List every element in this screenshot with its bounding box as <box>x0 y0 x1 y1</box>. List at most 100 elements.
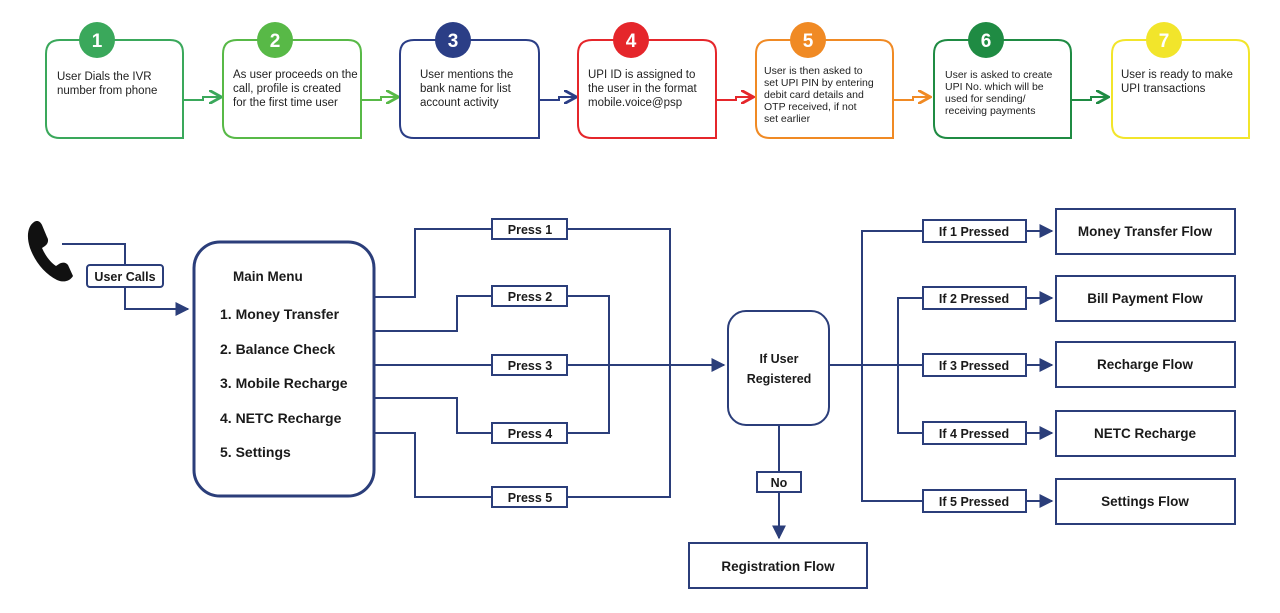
press-4-box <box>491 422 568 444</box>
if-5-box <box>922 489 1027 513</box>
step-1-line-2: number from phone <box>57 85 157 97</box>
step-6: 6 User is asked to create UPI No. which … <box>933 22 1107 139</box>
outcome-bill-payment-flow: Bill Payment Flow <box>1087 291 1203 306</box>
if-3-box <box>922 353 1027 377</box>
step-4-number-badge <box>613 22 649 58</box>
outcome-1-box <box>1055 208 1236 255</box>
step-4-line-1: UPI ID is assigned to <box>588 69 695 81</box>
step-1: 1 User Dials the IVR number from phone <box>45 22 220 139</box>
step-3-number-badge <box>435 22 471 58</box>
if-2-label: If 2 Pressed <box>939 292 1009 306</box>
press-3-box <box>491 354 568 376</box>
step-6-number: 6 <box>981 31 992 52</box>
connector-press1-press5 <box>567 228 671 498</box>
decision-box <box>727 310 830 426</box>
step-6-line-3: used for sending/ <box>945 93 1026 105</box>
step-2-arrow <box>361 97 397 100</box>
menu-item-balance-check: 2. Balance Check <box>220 341 335 357</box>
outcome-2-box <box>1055 275 1236 322</box>
step-5-line-1: User is then asked to <box>764 65 863 77</box>
if-1-label: If 1 Pressed <box>939 225 1009 239</box>
menu-item-money-transfer: 1. Money Transfer <box>220 306 340 322</box>
step-4-box <box>577 39 717 139</box>
step-4-arrow <box>716 97 752 100</box>
step-5-number: 5 <box>803 31 814 52</box>
call-line-to-menu <box>124 286 190 316</box>
step-3-arrow <box>539 97 575 100</box>
outcome-settings-flow: Settings Flow <box>1101 494 1189 509</box>
press-3-label: Press 3 <box>508 359 553 373</box>
step-7-line-2: UPI transactions <box>1121 83 1206 95</box>
step-2-number: 2 <box>270 31 281 52</box>
step-5-line-2: set UPI PIN by entering <box>764 77 874 89</box>
step-5-box <box>755 39 894 139</box>
outcome-netc-recharge: NETC Recharge <box>1094 426 1197 441</box>
ivr-flow <box>27 208 1236 589</box>
menu-item-mobile-recharge: 3. Mobile Recharge <box>220 375 348 391</box>
user-calls-label: User Calls <box>94 270 155 284</box>
step-6-line-2: UPI No. which will be <box>945 81 1044 93</box>
outcome-money-transfer-flow: Money Transfer Flow <box>1078 224 1213 239</box>
step-6-number-badge <box>968 22 1004 58</box>
step-2-line-1: As user proceeds on the <box>233 69 358 81</box>
step-5-line-5: set earlier <box>764 113 811 125</box>
step-7: 7 User is ready to make UPI transactions <box>1111 22 1250 139</box>
process-steps: 1 User Dials the IVR number from phone 2… <box>45 22 1250 139</box>
step-4-line-3: mobile.voice@psp <box>588 97 682 109</box>
if-1-box <box>922 219 1027 243</box>
step-4: 4 UPI ID is assigned to the user in the … <box>577 22 752 139</box>
outcome-3-box <box>1055 341 1236 388</box>
step-5-line-3: debit card details and <box>764 89 864 101</box>
step-3-line-2: bank name for list <box>420 83 512 95</box>
step-2-number-badge <box>257 22 293 58</box>
if-2-box <box>922 286 1027 310</box>
decision-line-2: Registered <box>747 372 812 386</box>
outcome-4-box <box>1055 410 1236 457</box>
step-6-box <box>933 39 1072 139</box>
decision-line-1: If User <box>760 352 799 366</box>
step-1-box <box>45 39 184 139</box>
menu-item-settings: 5. Settings <box>220 444 291 460</box>
step-7-number: 7 <box>1159 31 1170 52</box>
if-4-label: If 4 Pressed <box>939 427 1009 441</box>
registration-flow-label: Registration Flow <box>721 559 835 574</box>
registration-box <box>688 542 868 589</box>
phone-icon <box>27 221 73 282</box>
press-5-box <box>491 486 568 508</box>
if-5-label: If 5 Pressed <box>939 495 1009 509</box>
step-5-number-badge <box>790 22 826 58</box>
no-box <box>756 471 802 493</box>
connector-press2-press4 <box>567 295 610 434</box>
step-3-line-1: User mentions the <box>420 69 513 81</box>
press-1-label: Press 1 <box>508 223 553 237</box>
press-5-label: Press 5 <box>508 491 553 505</box>
step-7-number-badge <box>1146 22 1182 58</box>
flow-labels: User Calls Main Menu 1. Money Transfer 2… <box>94 223 1212 574</box>
no-label: No <box>771 476 788 490</box>
step-5: 5 User is then asked to set UPI PIN by e… <box>755 22 929 139</box>
step-2-line-2: call, profile is created <box>233 83 341 95</box>
press-4-label: Press 4 <box>508 427 553 441</box>
step-3: 3 User mentions the bank name for list a… <box>399 22 575 139</box>
call-line-top <box>62 243 126 266</box>
main-menu-box <box>192 240 376 498</box>
if-3-label: If 3 Pressed <box>939 359 1009 373</box>
step-1-number-badge <box>79 22 115 58</box>
step-7-box <box>1111 39 1250 139</box>
press-2-label: Press 2 <box>508 290 553 304</box>
step-6-line-4: receiving payments <box>945 105 1035 117</box>
press-1-box <box>491 218 568 240</box>
connector-menu-press1 <box>374 228 492 298</box>
step-6-line-1: User is asked to create <box>945 69 1053 81</box>
step-2-line-3: for the first time user <box>233 97 338 109</box>
step-4-line-2: the user in the format <box>588 83 697 95</box>
user-calls-box <box>86 264 164 288</box>
step-1-line-1: User Dials the IVR <box>57 71 152 83</box>
outcome-5-box <box>1055 478 1236 525</box>
step-6-arrow <box>1071 97 1107 100</box>
step-3-number: 3 <box>448 31 459 52</box>
step-4-number: 4 <box>626 31 637 52</box>
connector-menu-press2 <box>374 295 492 332</box>
step-5-arrow <box>893 97 929 100</box>
